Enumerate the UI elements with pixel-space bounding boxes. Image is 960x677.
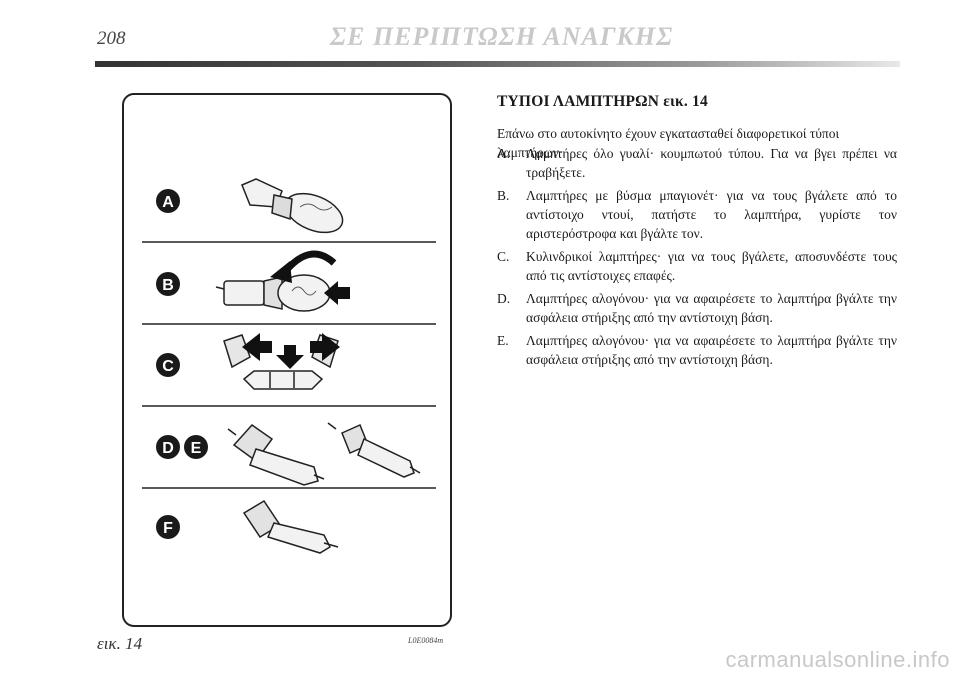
label-a: A bbox=[162, 194, 174, 211]
label-badge-e: E bbox=[184, 435, 208, 459]
list-item: C. Κυλινδρικοί λαμπτήρες· για να τους βγ… bbox=[497, 247, 897, 285]
list-item-letter: B. bbox=[497, 188, 510, 203]
chapter-title: ΣΕ ΠΕΡΙΠΤΩΣΗ ΑΝΑΓΚΗΣ bbox=[330, 22, 674, 51]
rotate-arrow-icon bbox=[281, 250, 337, 276]
label-badge-d: D bbox=[156, 435, 180, 459]
list-item-text: Κυλινδρικοί λαμπτήρες· για να τους βγάλε… bbox=[526, 249, 897, 283]
section-heading: ΤΥΠΟΙ ΛΑΜΠΤΗΡΩΝ εικ. 14 bbox=[497, 93, 708, 110]
bulb-illustration: A B C D E F bbox=[142, 178, 436, 554]
label-badge-b: B bbox=[156, 272, 180, 296]
list-item: A. Λαμπτήρες όλο γυαλί· κουμπωτού τύπου.… bbox=[497, 144, 897, 182]
figure-code: L0E0084m bbox=[408, 636, 444, 645]
watermark: carmanualsonline.info bbox=[725, 647, 950, 672]
list-item-letter: A. bbox=[497, 146, 511, 161]
figure-caption: εικ. 14 bbox=[97, 634, 143, 653]
list-item-text: Λαμπτήρες όλο γυαλί· κουμπωτού τύπου. Γι… bbox=[526, 146, 897, 180]
xenon-bulb-icon bbox=[242, 499, 339, 554]
halogen-h1-bulb-icon bbox=[327, 422, 421, 478]
page-number: 208 bbox=[97, 28, 126, 49]
list-item: B. Λαμπτήρες με βύσμα μπαγιονέτ· για να … bbox=[497, 186, 897, 243]
label-d: D bbox=[162, 440, 174, 457]
label-b: B bbox=[162, 277, 174, 294]
wedge-bulb-icon bbox=[241, 178, 344, 234]
left-arrow-icon bbox=[242, 333, 272, 361]
list-item-letter: D. bbox=[497, 291, 511, 306]
list-item-letter: C. bbox=[497, 249, 510, 264]
list-item-letter: E. bbox=[497, 333, 509, 348]
intro-paragraph: Επάνω στο αυτοκίνητο έχουν εγκατασταθεί … bbox=[497, 126, 840, 160]
list-item-text: Λαμπτήρες αλογόνου· για να αφαιρέσετε το… bbox=[526, 333, 897, 367]
label-badge-c: C bbox=[156, 353, 180, 377]
rotate-arrow-head-icon bbox=[270, 261, 292, 283]
label-f: F bbox=[163, 520, 173, 537]
list-item: D. Λαμπτήρες αλογόνου· για να αφαιρέσετε… bbox=[497, 289, 897, 327]
bayonet-bulb-icon bbox=[215, 274, 331, 312]
label-badge-f: F bbox=[156, 515, 180, 539]
down-arrow-icon bbox=[276, 345, 304, 369]
label-e: E bbox=[191, 440, 202, 457]
push-arrow-icon bbox=[324, 281, 350, 305]
bulb-type-list: A. Λαμπτήρες όλο γυαλί· κουμπωτού τύπου.… bbox=[497, 144, 897, 373]
label-badge-a: A bbox=[156, 189, 180, 213]
list-item-text: Λαμπτήρες αλογόνου· για να αφαιρέσετε το… bbox=[526, 291, 897, 325]
list-item-text: Λαμπτήρες με βύσμα μπαγιονέτ· για να του… bbox=[526, 188, 897, 241]
bulb-types-figure: A B C D E F bbox=[122, 93, 452, 627]
header-rule bbox=[95, 61, 900, 67]
right-arrow-icon bbox=[310, 333, 340, 361]
label-c: C bbox=[162, 358, 174, 375]
list-item: E. Λαμπτήρες αλογόνου· για να αφαιρέσετε… bbox=[497, 331, 897, 369]
halogen-h7-bulb-icon bbox=[227, 424, 325, 486]
